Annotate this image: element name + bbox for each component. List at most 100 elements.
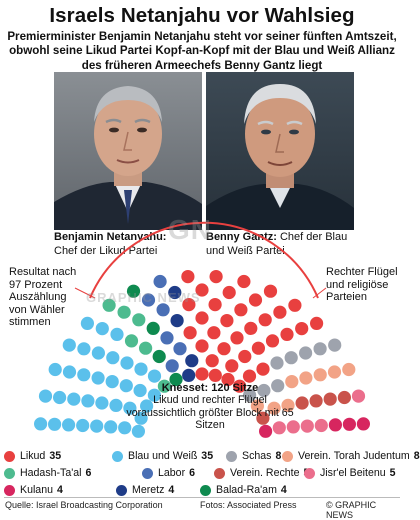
seat-dot (337, 390, 351, 405)
seat-dot (38, 389, 53, 403)
seat-dot (146, 321, 160, 335)
seat-dot (234, 303, 248, 317)
gantz-role: Chef der Blau und Weiß Partei (206, 231, 348, 257)
seat-dot (91, 371, 105, 385)
parliament-chart (34, 221, 370, 438)
netanyahu-name: Benjamin Netanyahu: (54, 231, 167, 243)
seat-dot (314, 418, 328, 433)
seat-dot (182, 368, 196, 382)
seat-dot (238, 349, 252, 364)
knesset-title: Knesset: 120 Sitze (161, 382, 259, 394)
seat-dot (259, 424, 273, 438)
seat-dot (217, 342, 231, 356)
seat-dot (105, 375, 119, 389)
seat-dot (91, 346, 105, 360)
seat-dot (76, 418, 90, 433)
seat-dot (251, 341, 265, 355)
seat-dot (102, 298, 116, 312)
seat-dot (295, 396, 309, 410)
footer-divider (4, 497, 400, 498)
knesset-note: Likud und rechter Flügel voraussichtlich… (126, 394, 294, 432)
seat-dot (258, 313, 272, 327)
legend-seats: 8 (413, 450, 420, 462)
legend-item: Verein. Rechte5 (214, 467, 309, 479)
seat-dot (195, 283, 209, 297)
seat-dot (77, 342, 91, 356)
seat-dot (286, 420, 300, 434)
seat-dot (109, 398, 123, 412)
seat-dot (328, 418, 342, 432)
seat-dot (77, 368, 91, 382)
seat-dot (132, 313, 146, 327)
legend-seats: 6 (85, 467, 92, 479)
legend-seats: 4 (280, 484, 287, 496)
seat-dot (168, 285, 182, 300)
netanyahu-role: Chef der Likud Partei (54, 244, 158, 257)
seat-dot (106, 351, 120, 365)
seat-dot (342, 362, 356, 377)
legend-swatch (4, 484, 15, 496)
watermark-text: GRAPHIC NEWS (86, 290, 201, 305)
seat-dot (165, 359, 179, 373)
seat-dot (110, 327, 124, 341)
seat-dot (313, 368, 327, 382)
seat-dot (117, 305, 131, 319)
seat-dot (173, 342, 187, 356)
seat-dot (221, 372, 235, 387)
seat-dot (81, 394, 95, 408)
seat-dot (271, 379, 285, 393)
legend-seats: 4 (57, 484, 63, 496)
seat-dot (280, 327, 294, 341)
seat-dot (34, 417, 48, 431)
legend-swatch (112, 450, 123, 462)
seat-dot (126, 284, 141, 298)
watermark-logo: GN (168, 214, 212, 245)
netanyahu-photo (54, 72, 202, 230)
seat-dot (157, 379, 171, 393)
seat-dot (153, 274, 167, 289)
legend-seats: 8 (275, 450, 282, 462)
seat-dot (250, 399, 264, 413)
seat-dot (272, 421, 286, 435)
seat-dot (195, 339, 209, 353)
seat-dot (147, 388, 161, 402)
seat-dot (230, 331, 244, 345)
legend-seats: 4 (168, 484, 175, 496)
gantz-name: Benny Gantz: (206, 231, 277, 243)
seat-dot (131, 424, 145, 438)
seat-dot (140, 399, 154, 413)
footer-photos: Fotos: Associated Press (200, 500, 297, 510)
seat-dot (104, 420, 118, 434)
legend-label: Labor (158, 467, 186, 479)
legend-label: Kulanu (20, 484, 53, 496)
seat-dot (323, 392, 337, 406)
seat-dot (285, 375, 299, 389)
seat-dot (243, 388, 257, 402)
seat-dot (67, 392, 81, 406)
seat-dot (123, 401, 137, 415)
seat-dot (328, 338, 342, 352)
seat-dot (342, 417, 356, 431)
seat-dot (118, 421, 132, 435)
seat-dot (95, 322, 109, 336)
seat-dot (95, 396, 109, 410)
seat-dot (281, 398, 295, 412)
seat-dot (209, 270, 223, 284)
seat-dot (284, 351, 298, 365)
legend-swatch (304, 467, 315, 479)
legend-label: Verein. Torah Judentum (298, 450, 410, 462)
seat-dot (160, 331, 174, 345)
legend-swatch (4, 450, 15, 462)
seat-dot (295, 322, 309, 336)
seat-dot (256, 411, 270, 425)
footer-source: Quelle: Israel Broadcasting Corporation (5, 500, 163, 510)
